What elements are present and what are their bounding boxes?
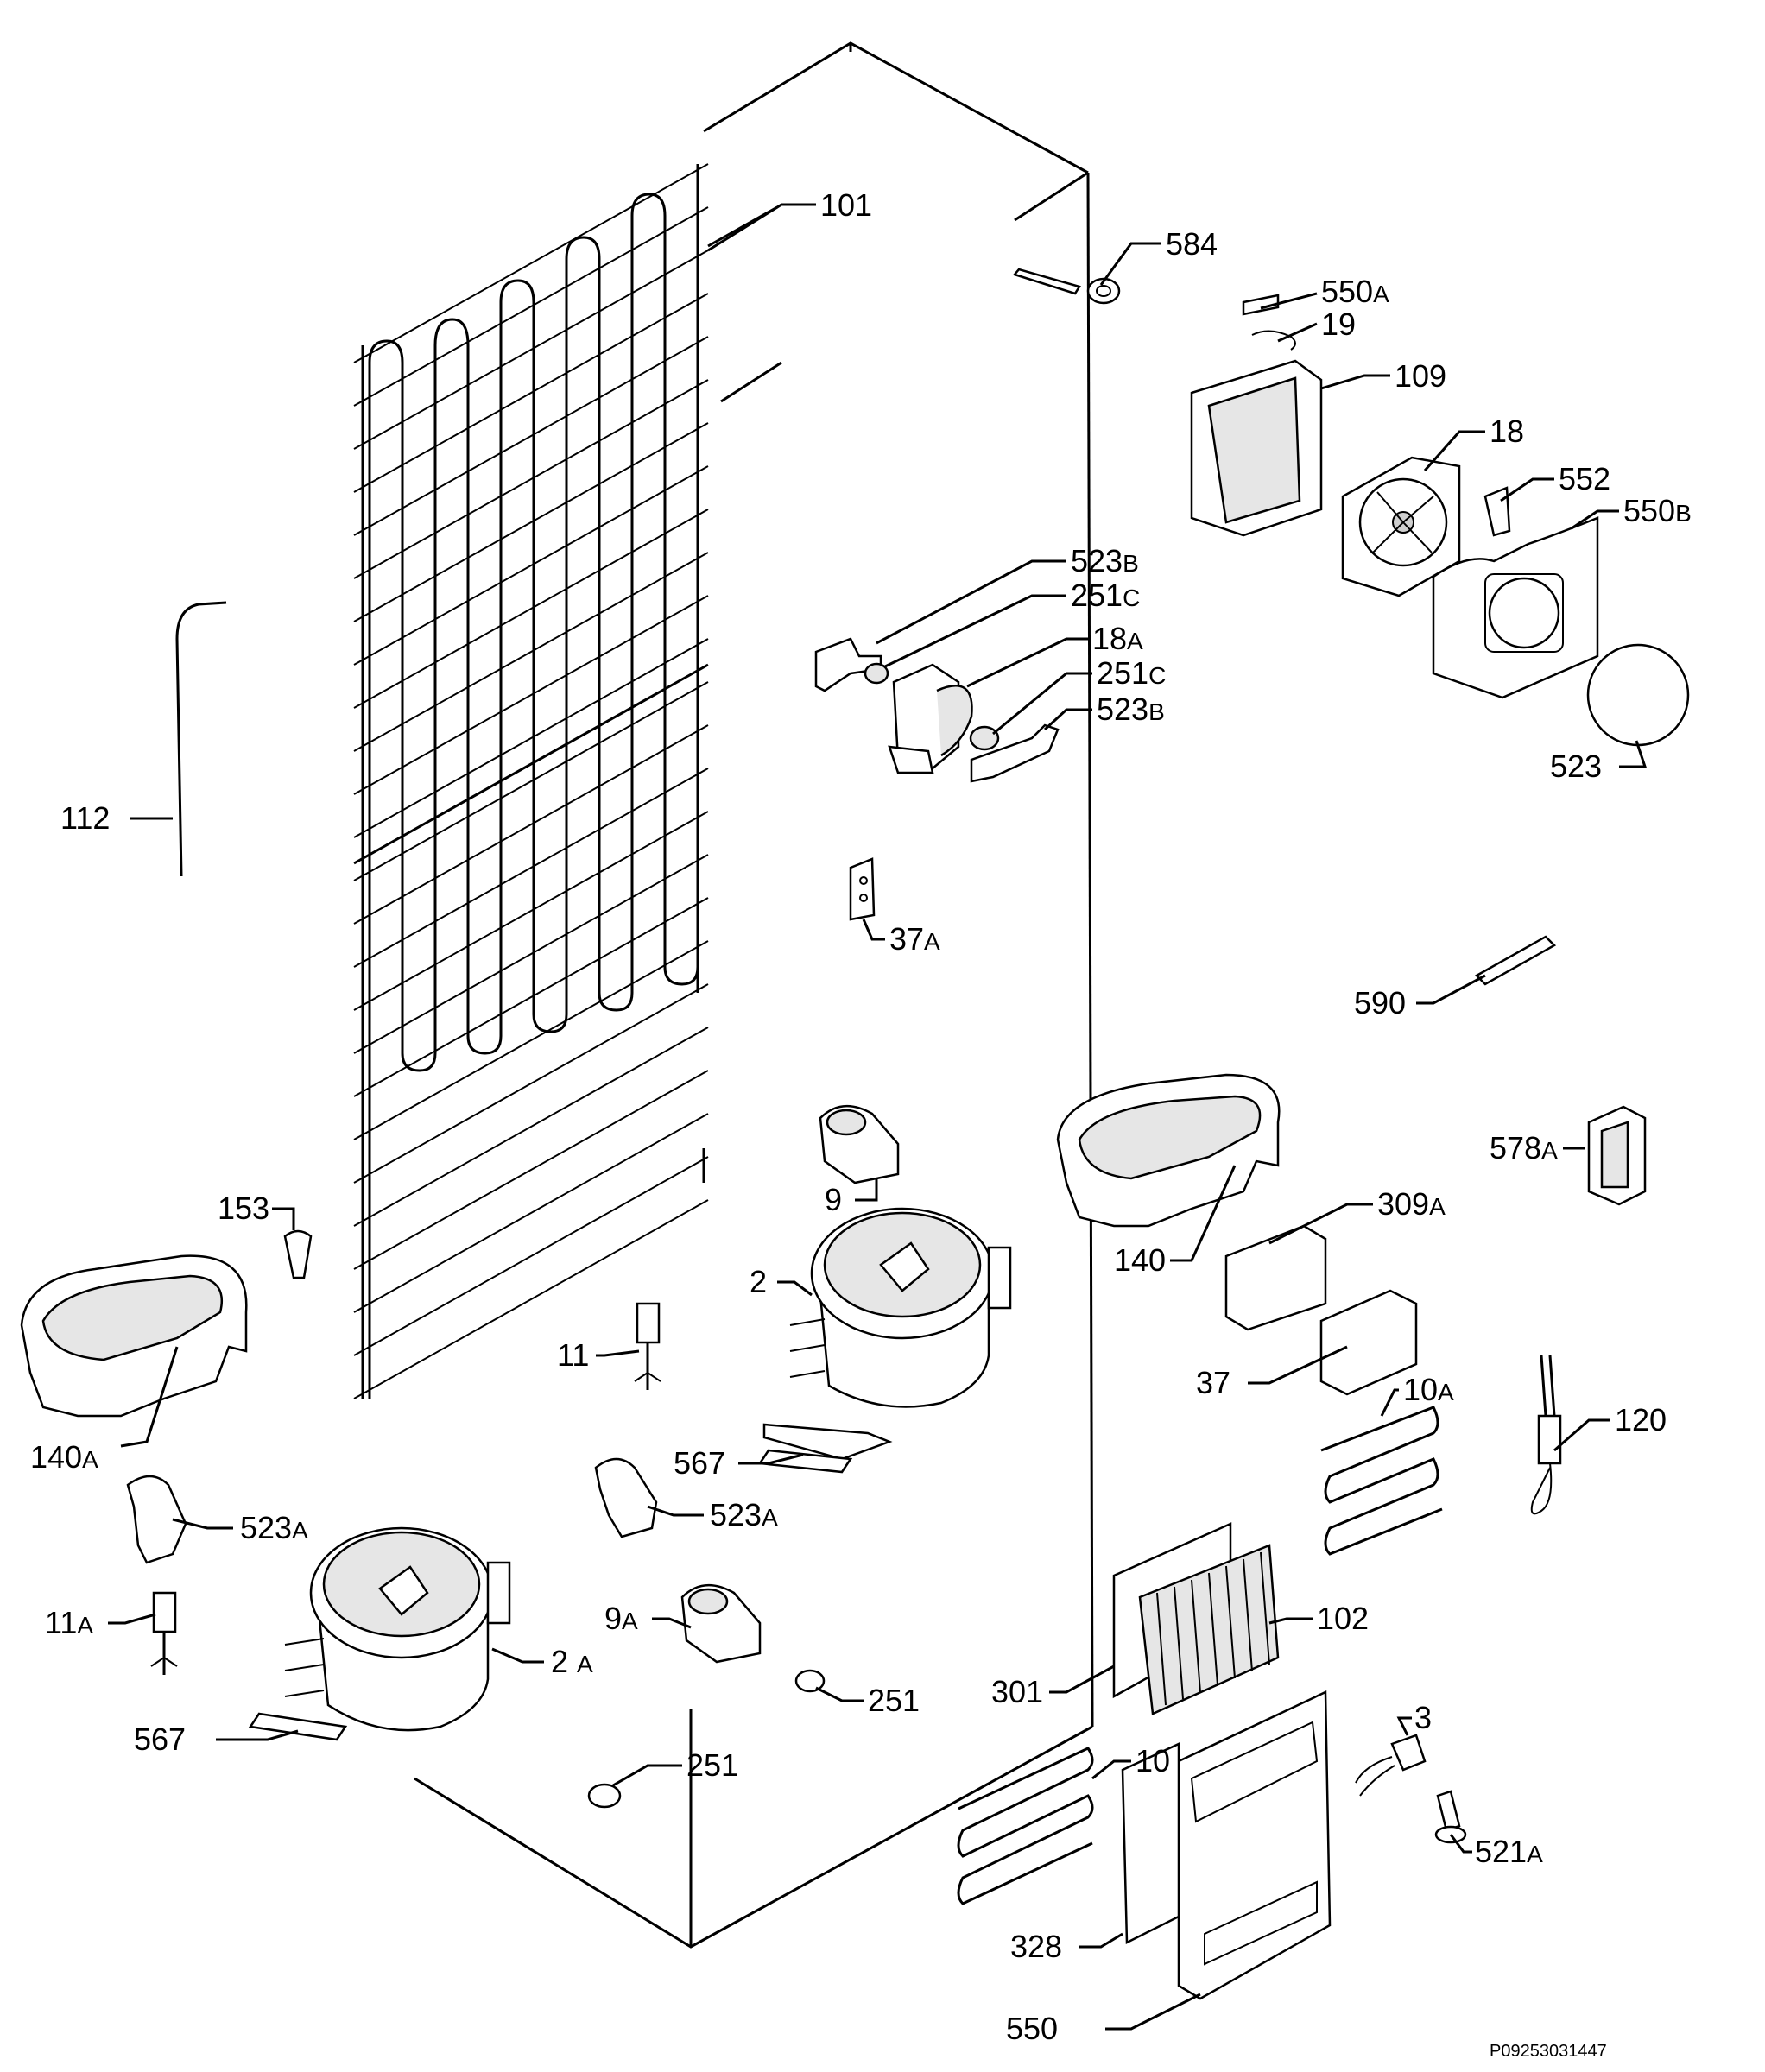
heaters-and-thermostat	[957, 1355, 1562, 1905]
leader-lines	[108, 203, 1648, 2031]
label-10: 10	[1136, 1743, 1170, 1778]
label-9A: 9A	[604, 1601, 638, 1636]
cabinet-outline	[414, 41, 1094, 1949]
label-550A: 550A	[1321, 274, 1389, 309]
reference-code: P09253031447	[1490, 2042, 1607, 2061]
label-37A: 37A	[889, 921, 940, 957]
label-523A-right: 523A	[710, 1497, 778, 1532]
label-550B: 550B	[1623, 493, 1692, 528]
label-140A: 140A	[30, 1439, 98, 1475]
label-2: 2	[750, 1264, 767, 1299]
label-567-right: 567	[674, 1445, 725, 1481]
label-251-bottom: 251	[686, 1747, 738, 1783]
label-18: 18	[1490, 414, 1524, 449]
clamp-9	[819, 1104, 900, 1184]
label-2A: 2 A	[551, 1644, 593, 1679]
fan-motor-group	[814, 637, 1060, 783]
label-9: 9	[825, 1182, 842, 1217]
badge-590	[1474, 935, 1557, 986]
compressor-2	[762, 1207, 1012, 1461]
label-251C-top: 251C	[1071, 578, 1140, 613]
rear-panel-550	[1121, 1690, 1332, 2000]
label-10A: 10A	[1403, 1372, 1454, 1407]
label-102: 102	[1317, 1601, 1369, 1636]
label-523: 523	[1550, 749, 1602, 784]
label-590: 590	[1354, 985, 1406, 1020]
evaporator-102	[1112, 1522, 1280, 1715]
small-parts	[126, 1229, 1467, 1844]
label-567-left: 567	[134, 1721, 186, 1757]
relay-37A	[849, 857, 876, 921]
label-37: 37	[1196, 1365, 1230, 1400]
label-153: 153	[218, 1191, 269, 1226]
label-552: 552	[1559, 461, 1610, 496]
fan-housing-group	[1190, 294, 1690, 747]
sensor-584	[1012, 268, 1121, 305]
drain-tube-112	[175, 601, 227, 877]
label-11: 11	[557, 1337, 589, 1373]
label-584: 584	[1166, 226, 1218, 262]
compressor-2A	[284, 1526, 511, 1732]
label-523B-bottom: 523B	[1097, 692, 1165, 727]
label-3: 3	[1414, 1700, 1432, 1735]
label-19: 19	[1321, 306, 1356, 342]
control-boards	[1224, 1224, 1418, 1396]
label-251-right: 251	[868, 1683, 920, 1718]
label-251C-bottom: 251C	[1097, 655, 1166, 691]
cover-578A	[1587, 1105, 1647, 1206]
label-112: 112	[60, 800, 110, 836]
label-11A: 11A	[45, 1605, 93, 1640]
label-309A: 309A	[1377, 1186, 1446, 1222]
compressor-tray-140A	[20, 1254, 248, 1418]
part-labels: 101 584 550A 19 109 18 552 550B 523B 251…	[30, 187, 1692, 2061]
label-18A: 18A	[1092, 621, 1143, 656]
label-120: 120	[1615, 1402, 1667, 1437]
label-550: 550	[1006, 2011, 1058, 2046]
label-523B-top: 523B	[1071, 543, 1139, 578]
condenser-coil-101	[353, 163, 709, 1399]
label-578A: 578A	[1490, 1130, 1558, 1166]
label-523A-left: 523A	[240, 1510, 308, 1545]
label-101: 101	[820, 187, 872, 223]
label-301: 301	[991, 1674, 1043, 1709]
label-140: 140	[1114, 1242, 1166, 1278]
label-109: 109	[1395, 358, 1446, 394]
label-521A: 521A	[1475, 1834, 1543, 1869]
label-328: 328	[1010, 1929, 1062, 1964]
